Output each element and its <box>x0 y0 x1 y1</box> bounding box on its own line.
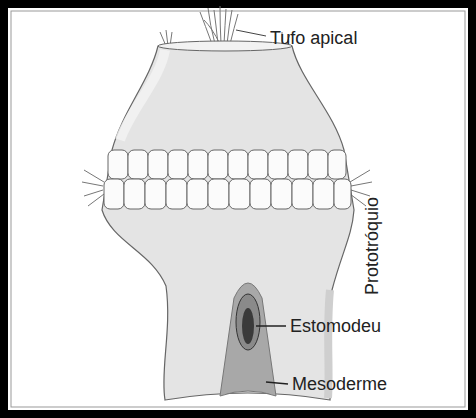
part-label: Prototróquio <box>361 197 383 295</box>
part-label: Mesoderme <box>292 373 387 395</box>
part-label: Estomodeu <box>290 315 381 337</box>
part-label: Tufo apical <box>270 27 357 49</box>
